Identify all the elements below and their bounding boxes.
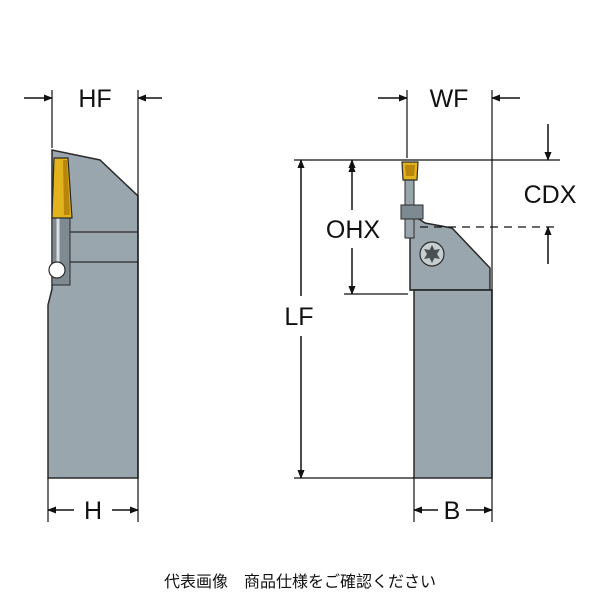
side-view bbox=[47, 149, 139, 479]
caption: 代表画像 商品仕様をご確認ください bbox=[164, 572, 436, 591]
cdx-dimension: CDX bbox=[294, 124, 577, 264]
side-view-hole bbox=[48, 261, 66, 279]
dimension-label-hf: HF bbox=[78, 85, 111, 113]
front-view bbox=[400, 161, 493, 479]
front-view-shank bbox=[413, 289, 493, 479]
ohx-dimension: OHX bbox=[326, 159, 408, 295]
torx-screw-icon bbox=[419, 241, 445, 267]
hf-dimension: HF bbox=[24, 85, 162, 478]
dimension-label-lf: LF bbox=[284, 303, 313, 331]
dimension-label-wf: WF bbox=[430, 85, 469, 113]
dimension-label-cdx: CDX bbox=[524, 181, 577, 209]
wf-dimension: WF bbox=[378, 85, 520, 478]
h-dimension: H bbox=[47, 478, 139, 525]
dimension-label-h: H bbox=[84, 497, 102, 525]
b-dimension: B bbox=[413, 478, 493, 525]
lf-dimension: LF bbox=[284, 159, 414, 479]
dimension-label-ohx: OHX bbox=[326, 216, 381, 244]
dimension-label-b: B bbox=[444, 497, 461, 525]
